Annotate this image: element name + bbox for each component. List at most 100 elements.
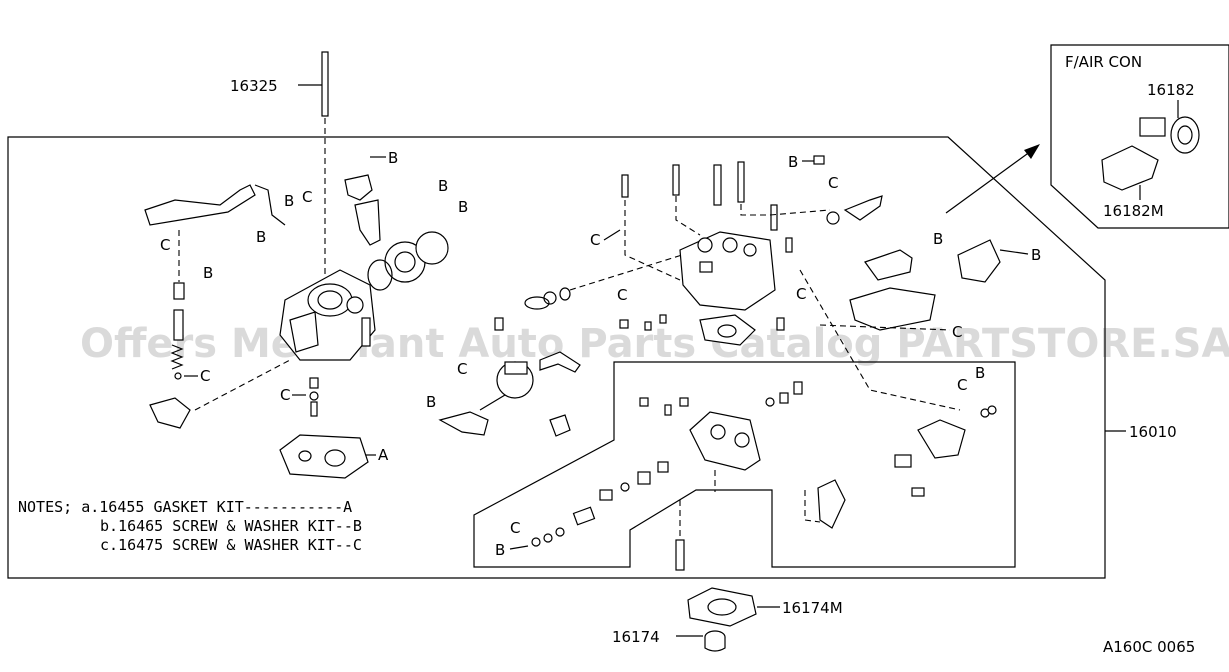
- ref-b: B: [933, 230, 943, 248]
- adjuster-part: [599, 489, 613, 501]
- throttle-body: [689, 411, 761, 471]
- label-16174: 16174: [612, 628, 660, 646]
- vacuum-hose: [539, 351, 581, 373]
- dash-line: [624, 200, 681, 281]
- aircon-valve: [1139, 116, 1200, 154]
- plate-gasket: [699, 314, 756, 346]
- subassembly-boundary: [473, 361, 1016, 568]
- screw-part: [310, 401, 318, 417]
- dash-line: [675, 196, 701, 236]
- screw-part: [813, 155, 825, 165]
- dash-line: [819, 324, 951, 331]
- idle-valve: [843, 195, 883, 221]
- pump-lever: [149, 397, 191, 429]
- dash-line: [799, 269, 961, 411]
- screw-part: [621, 174, 629, 198]
- ref-c: C: [200, 367, 210, 385]
- screw-part: [793, 381, 803, 395]
- adjuster-spring: [572, 506, 596, 526]
- adjuster-part: [657, 461, 669, 473]
- screw-part: [779, 392, 789, 404]
- float-part: [524, 296, 550, 310]
- jet-part: [173, 282, 185, 300]
- ref-b: B: [203, 264, 213, 282]
- label-16010: 16010: [1129, 423, 1177, 441]
- inset-title: F/AIR CON: [1065, 53, 1142, 71]
- mount-bracket: [354, 199, 381, 246]
- ref-c: C: [280, 386, 290, 404]
- ref-a: A: [378, 446, 389, 464]
- washer-part: [555, 527, 565, 537]
- ref-c: C: [160, 236, 170, 254]
- base-bolt: [675, 539, 685, 571]
- dash-line: [804, 490, 821, 523]
- needle-part: [173, 309, 184, 341]
- washer-part: [531, 537, 541, 547]
- throttle-linkage: [144, 184, 256, 226]
- screw-part: [911, 487, 925, 497]
- return-bracket: [917, 419, 966, 459]
- note-c: c.16475 SCREW & WASHER KIT--C: [100, 536, 362, 554]
- screw-part: [494, 317, 504, 331]
- ref-b: B: [788, 153, 798, 171]
- washer-part: [987, 405, 997, 415]
- plug-part: [549, 414, 571, 437]
- lever-dash: [194, 359, 291, 411]
- carburetor-body: [679, 231, 776, 311]
- screw-part: [639, 397, 649, 407]
- ball-part: [174, 372, 182, 380]
- washer-part: [620, 482, 630, 492]
- assembly-boundary: [7, 136, 1106, 579]
- choke-lever: [438, 411, 489, 436]
- ref-c: C: [510, 519, 520, 537]
- screw-part: [309, 377, 319, 389]
- ref-c: C: [796, 285, 806, 303]
- bushing-part: [894, 454, 912, 468]
- ref-b: B: [388, 149, 398, 167]
- inset-arrowhead: [1024, 144, 1040, 159]
- washer-part: [309, 391, 319, 401]
- small-bracket: [344, 174, 373, 201]
- carburetor-cover: [279, 269, 376, 361]
- dash-line: [569, 254, 683, 291]
- note-b: b.16465 SCREW & WASHER KIT--B: [100, 517, 362, 535]
- aircon-inset-boundary: [1050, 44, 1229, 229]
- screw-part: [664, 404, 672, 416]
- screw-part: [644, 321, 652, 331]
- screw-part: [770, 204, 778, 231]
- solenoid-assembly: [849, 239, 1001, 331]
- diaphragm-housing: [367, 231, 449, 291]
- aircon-bracket: [1101, 145, 1159, 191]
- screw-part: [776, 317, 785, 331]
- watermark: Offers Merchant Auto Parts Catalog PARTS…: [80, 321, 1229, 367]
- linkage-rod: [254, 184, 286, 226]
- ref-b: B: [256, 228, 266, 246]
- ref-c: C: [952, 323, 962, 341]
- ref-b: B: [495, 541, 505, 559]
- spring-part: [170, 344, 184, 370]
- dash-line: [740, 204, 831, 216]
- screw-part: [713, 164, 722, 206]
- label-16182m: 16182M: [1103, 202, 1164, 220]
- ref-b: B: [284, 192, 294, 210]
- gasket-a: [279, 434, 369, 479]
- screw-part: [672, 164, 680, 196]
- throttle-lever: [817, 479, 846, 529]
- ref-b: B: [426, 393, 436, 411]
- ref-b: B: [438, 177, 448, 195]
- vacuum-cap: [504, 361, 528, 375]
- ref-c: C: [617, 286, 627, 304]
- ref-b: B: [1031, 246, 1041, 264]
- screw-part: [679, 397, 689, 407]
- inset-arrow: [945, 145, 1039, 214]
- spacer-body: [704, 637, 726, 652]
- ref-c: C: [302, 188, 312, 206]
- screw-part: [659, 314, 667, 324]
- base-gasket: [687, 587, 757, 627]
- washer-part: [543, 533, 553, 543]
- ref-c: C: [590, 231, 600, 249]
- adjuster-part: [637, 471, 651, 485]
- label-16174m: 16174M: [782, 599, 843, 617]
- label-16182: 16182: [1147, 81, 1195, 99]
